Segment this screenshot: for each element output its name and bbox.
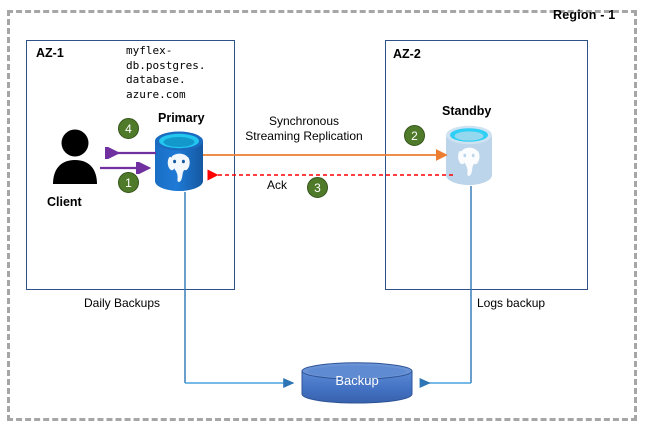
postgres-database-icon-standby <box>443 124 495 186</box>
standby-caption: Standby <box>442 104 492 118</box>
region-boundary <box>7 10 637 421</box>
backup-storage-icon <box>301 362 413 404</box>
arrow-ack <box>203 168 453 182</box>
primary-hostname-label: myflex- db.postgres. database. azure.com <box>126 44 206 101</box>
replication-label: Synchronous Streaming Replication <box>244 114 364 144</box>
replication-label-line2: Streaming Replication <box>245 129 363 143</box>
availability-zone-2-label: AZ-2 <box>393 47 421 61</box>
step-badge-3: 3 <box>307 177 328 198</box>
logs-backup-label: Logs backup <box>477 296 546 310</box>
step-badge-2: 2 <box>404 125 425 146</box>
postgres-database-icon-primary <box>152 130 206 192</box>
arrow-client-to-primary <box>100 160 156 176</box>
client-caption: Client <box>47 195 82 209</box>
ack-label: Ack <box>267 178 288 192</box>
backup-storage-label: Backup <box>335 373 379 388</box>
availability-zone-2-box <box>385 40 588 290</box>
region-label: Region - 1 <box>553 8 616 22</box>
replication-label-line1: Synchronous <box>268 114 340 128</box>
step-badge-4: 4 <box>118 118 139 139</box>
primary-caption: Primary <box>158 111 205 125</box>
daily-backups-label: Daily Backups <box>84 296 161 310</box>
arrow-primary-to-client <box>100 145 156 161</box>
availability-zone-1-box <box>26 40 235 290</box>
availability-zone-1-label: AZ-1 <box>36 46 64 60</box>
arrow-synchronous-replication <box>203 148 453 162</box>
step-badge-1: 1 <box>118 172 139 193</box>
person-icon <box>50 128 100 188</box>
